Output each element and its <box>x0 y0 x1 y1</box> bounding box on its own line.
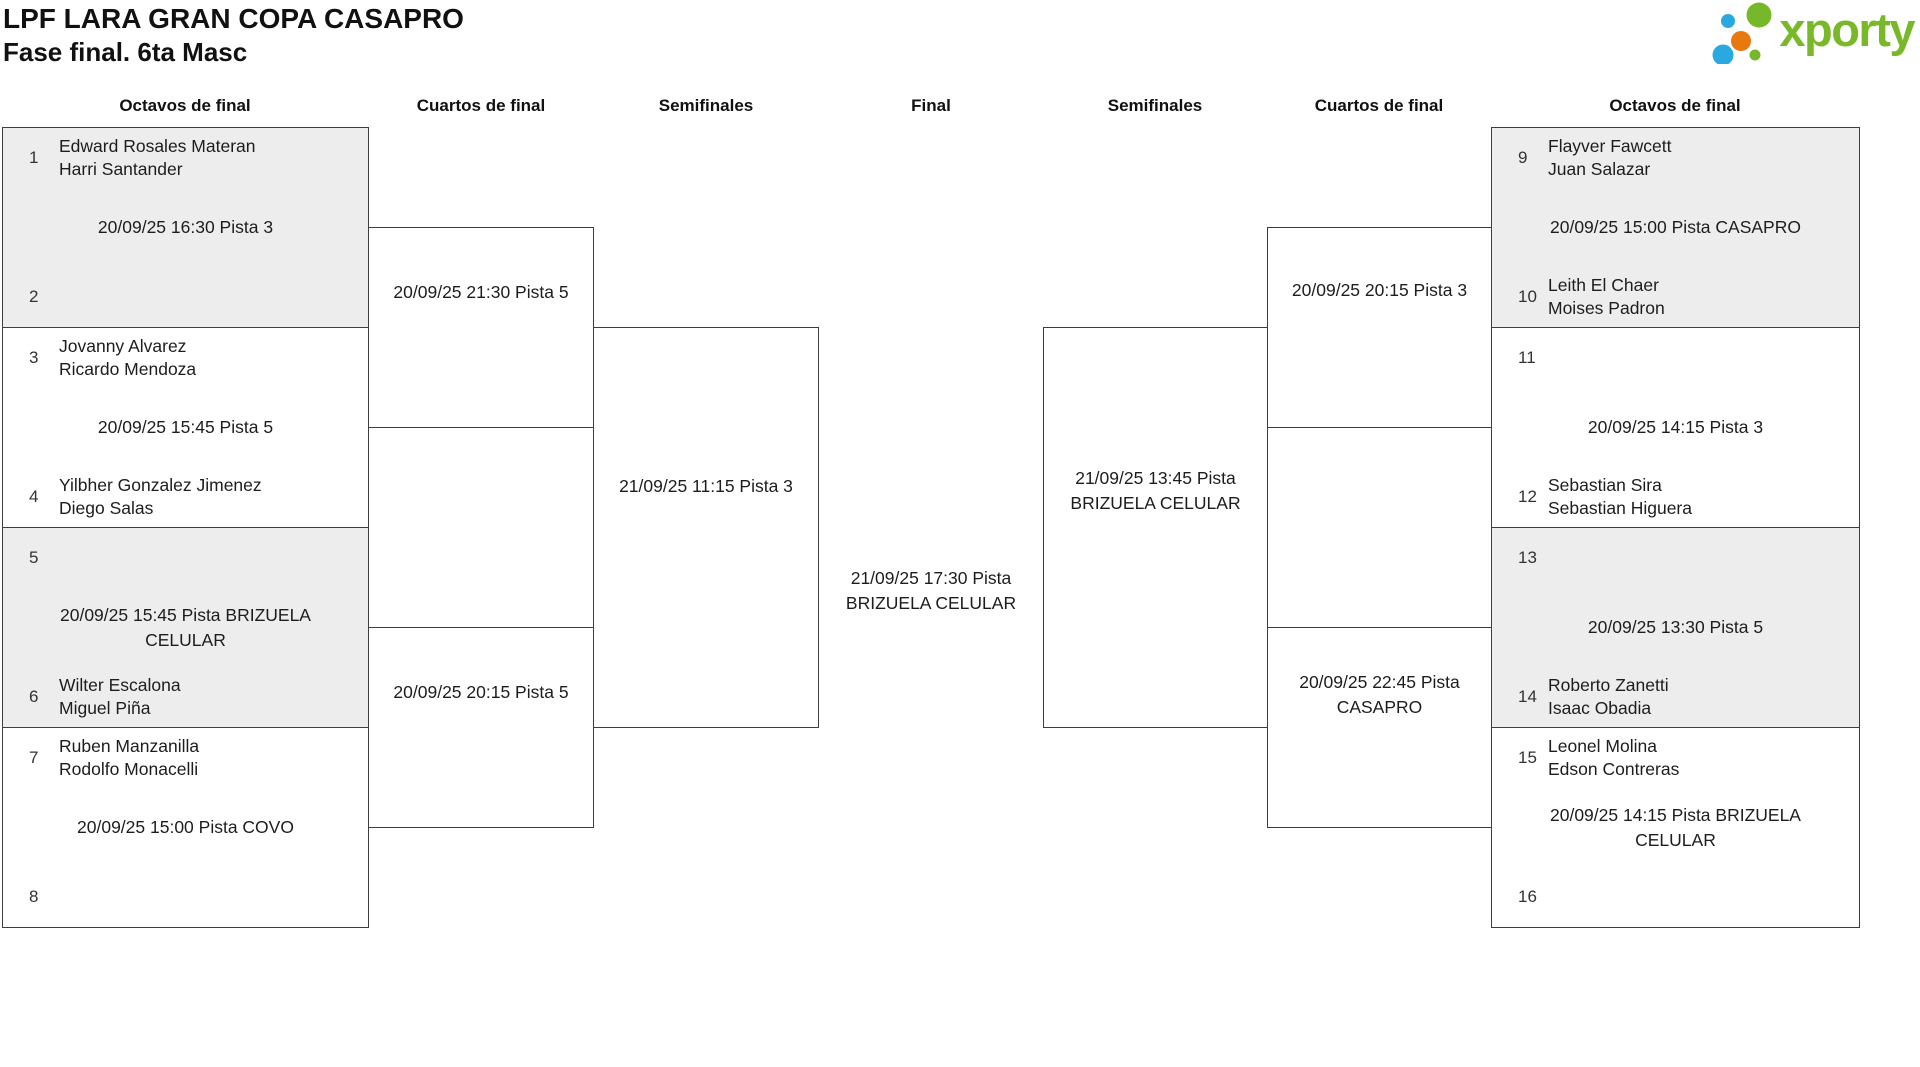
match-slot-top: 5 <box>3 528 368 588</box>
xporty-logo[interactable]: xporty <box>1710 2 1915 64</box>
match-octavos-right-1[interactable]: 9 Flayver Fawcett Juan Salazar 20/09/25 … <box>1491 127 1860 328</box>
xporty-logo-text: xporty <box>1779 2 1915 56</box>
match-semifinal-left[interactable]: 21/09/25 11:15 Pista 3 <box>593 327 819 728</box>
match-date: 20/09/25 22:45 Pista CASAPRO <box>1299 672 1460 717</box>
match-date: 21/09/25 13:45 Pista BRIZUELA CELULAR <box>1070 468 1241 513</box>
player-name: Jovanny Alvarez <box>59 336 187 356</box>
seed-number: 12 <box>1518 487 1537 506</box>
player-name: Rodolfo Monacelli <box>59 759 199 779</box>
round-header-cuartos-left: Cuartos de final <box>416 96 546 115</box>
player-name: Sebastian Higuera <box>1548 498 1692 518</box>
player-name: Diego Salas <box>59 498 154 518</box>
round-header-semifinales-left: Semifinales <box>658 96 754 115</box>
match-date: 20/09/25 14:15 Pista BRIZUELA CELULAR <box>1550 804 1801 850</box>
match-slot-top: 13 <box>1492 528 1859 588</box>
seed-number: 10 <box>1518 287 1537 306</box>
seed-number: 2 <box>29 287 39 306</box>
match-date: 20/09/25 15:45 Pista BRIZUELA CELULAR <box>60 604 311 650</box>
seed-number: 1 <box>29 148 39 167</box>
player-name: Flayver Fawcett <box>1548 136 1672 156</box>
player-name: Yilbher Gonzalez Jimenez <box>59 475 262 495</box>
match-octavos-left-3[interactable]: 5 20/09/25 15:45 Pista BRIZUELA CELULAR … <box>2 527 369 728</box>
match-cuartos-left-1[interactable]: 20/09/25 21:30 Pista 5 <box>368 227 594 428</box>
match-date: 20/09/25 15:45 Pista 5 <box>97 417 274 437</box>
round-header-final: Final <box>911 96 951 115</box>
player-name: Sebastian Sira <box>1548 475 1662 495</box>
player-name: Leonel Molina <box>1548 736 1657 756</box>
page-title: LPF LARA GRAN COPA CASAPRO <box>3 3 464 34</box>
match-slot-top: 7 Ruben Manzanilla Rodolfo Monacelli <box>3 728 368 788</box>
player-name: Isaac Obadia <box>1548 698 1652 718</box>
player-name: Wilter Escalona <box>59 675 181 695</box>
match-slot-bottom: 16 <box>1492 867 1859 927</box>
match-octavos-left-1[interactable]: 1 Edward Rosales Materan Harri Santander… <box>2 127 369 328</box>
seed-number: 4 <box>29 487 39 506</box>
match-date: 21/09/25 11:15 Pista 3 <box>619 476 793 496</box>
seed-number: 16 <box>1518 887 1537 906</box>
match-date: 20/09/25 20:15 Pista 3 <box>1291 280 1468 300</box>
match-slot-bottom: 4 Yilbher Gonzalez Jimenez Diego Salas <box>3 467 368 527</box>
match-cuartos-right-1[interactable]: 20/09/25 20:15 Pista 3 <box>1267 227 1492 428</box>
player-name: Edson Contreras <box>1548 759 1680 779</box>
round-header-octavos-left: Octavos de final <box>119 96 251 115</box>
player-name: Moises Padron <box>1548 298 1665 318</box>
round-header-cuartos-right: Cuartos de final <box>1314 96 1444 115</box>
match-slot-bottom: 10 Leith El Chaer Moises Padron <box>1492 267 1859 327</box>
seed-number: 7 <box>29 748 39 767</box>
match-slot-top: 1 Edward Rosales Materan Harri Santander <box>3 128 368 188</box>
match-slot-bottom: 8 <box>3 867 368 927</box>
match-octavos-left-4[interactable]: 7 Ruben Manzanilla Rodolfo Monacelli 20/… <box>2 727 369 928</box>
match-date: 20/09/25 14:15 Pista 3 <box>1587 417 1764 437</box>
match-cuartos-right-2[interactable]: 20/09/25 22:45 Pista CASAPRO <box>1267 627 1492 828</box>
seed-number: 3 <box>29 348 39 367</box>
seed-number: 9 <box>1518 148 1528 167</box>
seed-number: 14 <box>1518 687 1537 706</box>
match-slot-bottom: 6 Wilter Escalona Miguel Piña <box>3 667 368 727</box>
match-octavos-right-2[interactable]: 11 20/09/25 14:15 Pista 3 12 Sebastian S… <box>1491 327 1860 528</box>
xporty-dots-icon <box>1712 2 1772 64</box>
match-final[interactable]: 21/09/25 17:30 Pista BRIZUELA CELULAR <box>845 568 1017 613</box>
match-semifinal-right[interactable]: 21/09/25 13:45 Pista BRIZUELA CELULAR <box>1043 327 1268 728</box>
player-name: Roberto Zanetti <box>1548 675 1669 695</box>
match-slot-top: 11 <box>1492 328 1859 388</box>
player-name: Juan Salazar <box>1548 159 1651 179</box>
round-header-octavos-right: Octavos de final <box>1609 96 1741 115</box>
match-slot-top: 15 Leonel Molina Edson Contreras <box>1492 728 1859 788</box>
round-header-semifinales-right: Semifinales <box>1107 96 1203 115</box>
seed-number: 5 <box>29 548 39 567</box>
player-name: Harri Santander <box>59 159 183 179</box>
seed-number: 6 <box>29 687 39 706</box>
match-octavos-right-4[interactable]: 15 Leonel Molina Edson Contreras 20/09/2… <box>1491 727 1860 928</box>
seed-number: 15 <box>1518 748 1537 767</box>
player-name: Ruben Manzanilla <box>59 736 200 756</box>
match-date: 20/09/25 20:15 Pista 5 <box>393 682 569 702</box>
player-name: Leith El Chaer <box>1548 275 1659 295</box>
match-date: 20/09/25 16:30 Pista 3 <box>97 217 274 237</box>
match-date: 20/09/25 15:00 Pista COVO <box>77 817 294 837</box>
player-name: Ricardo Mendoza <box>59 359 197 379</box>
match-slot-bottom: 14 Roberto Zanetti Isaac Obadia <box>1492 667 1859 727</box>
match-slot-top: 3 Jovanny Alvarez Ricardo Mendoza <box>3 328 368 388</box>
match-octavos-left-2[interactable]: 3 Jovanny Alvarez Ricardo Mendoza 20/09/… <box>2 327 369 528</box>
match-slot-bottom: 2 <box>3 267 368 327</box>
match-date: 20/09/25 15:00 Pista CASAPRO <box>1550 217 1801 237</box>
seed-number: 8 <box>29 887 39 906</box>
match-slot-top: 9 Flayver Fawcett Juan Salazar <box>1492 128 1859 188</box>
match-slot-bottom: 12 Sebastian Sira Sebastian Higuera <box>1492 467 1859 527</box>
player-name: Edward Rosales Materan <box>59 136 256 156</box>
match-cuartos-left-2[interactable]: 20/09/25 20:15 Pista 5 <box>368 627 594 828</box>
match-date: 20/09/25 13:30 Pista 5 <box>1587 617 1764 637</box>
player-name: Miguel Piña <box>59 698 151 718</box>
seed-number: 13 <box>1518 548 1537 567</box>
seed-number: 11 <box>1518 348 1536 367</box>
match-octavos-right-3[interactable]: 13 20/09/25 13:30 Pista 5 14 Roberto Zan… <box>1491 527 1860 728</box>
page-subtitle: Fase final. 6ta Masc <box>3 37 248 67</box>
match-date: 20/09/25 21:30 Pista 5 <box>393 282 569 302</box>
